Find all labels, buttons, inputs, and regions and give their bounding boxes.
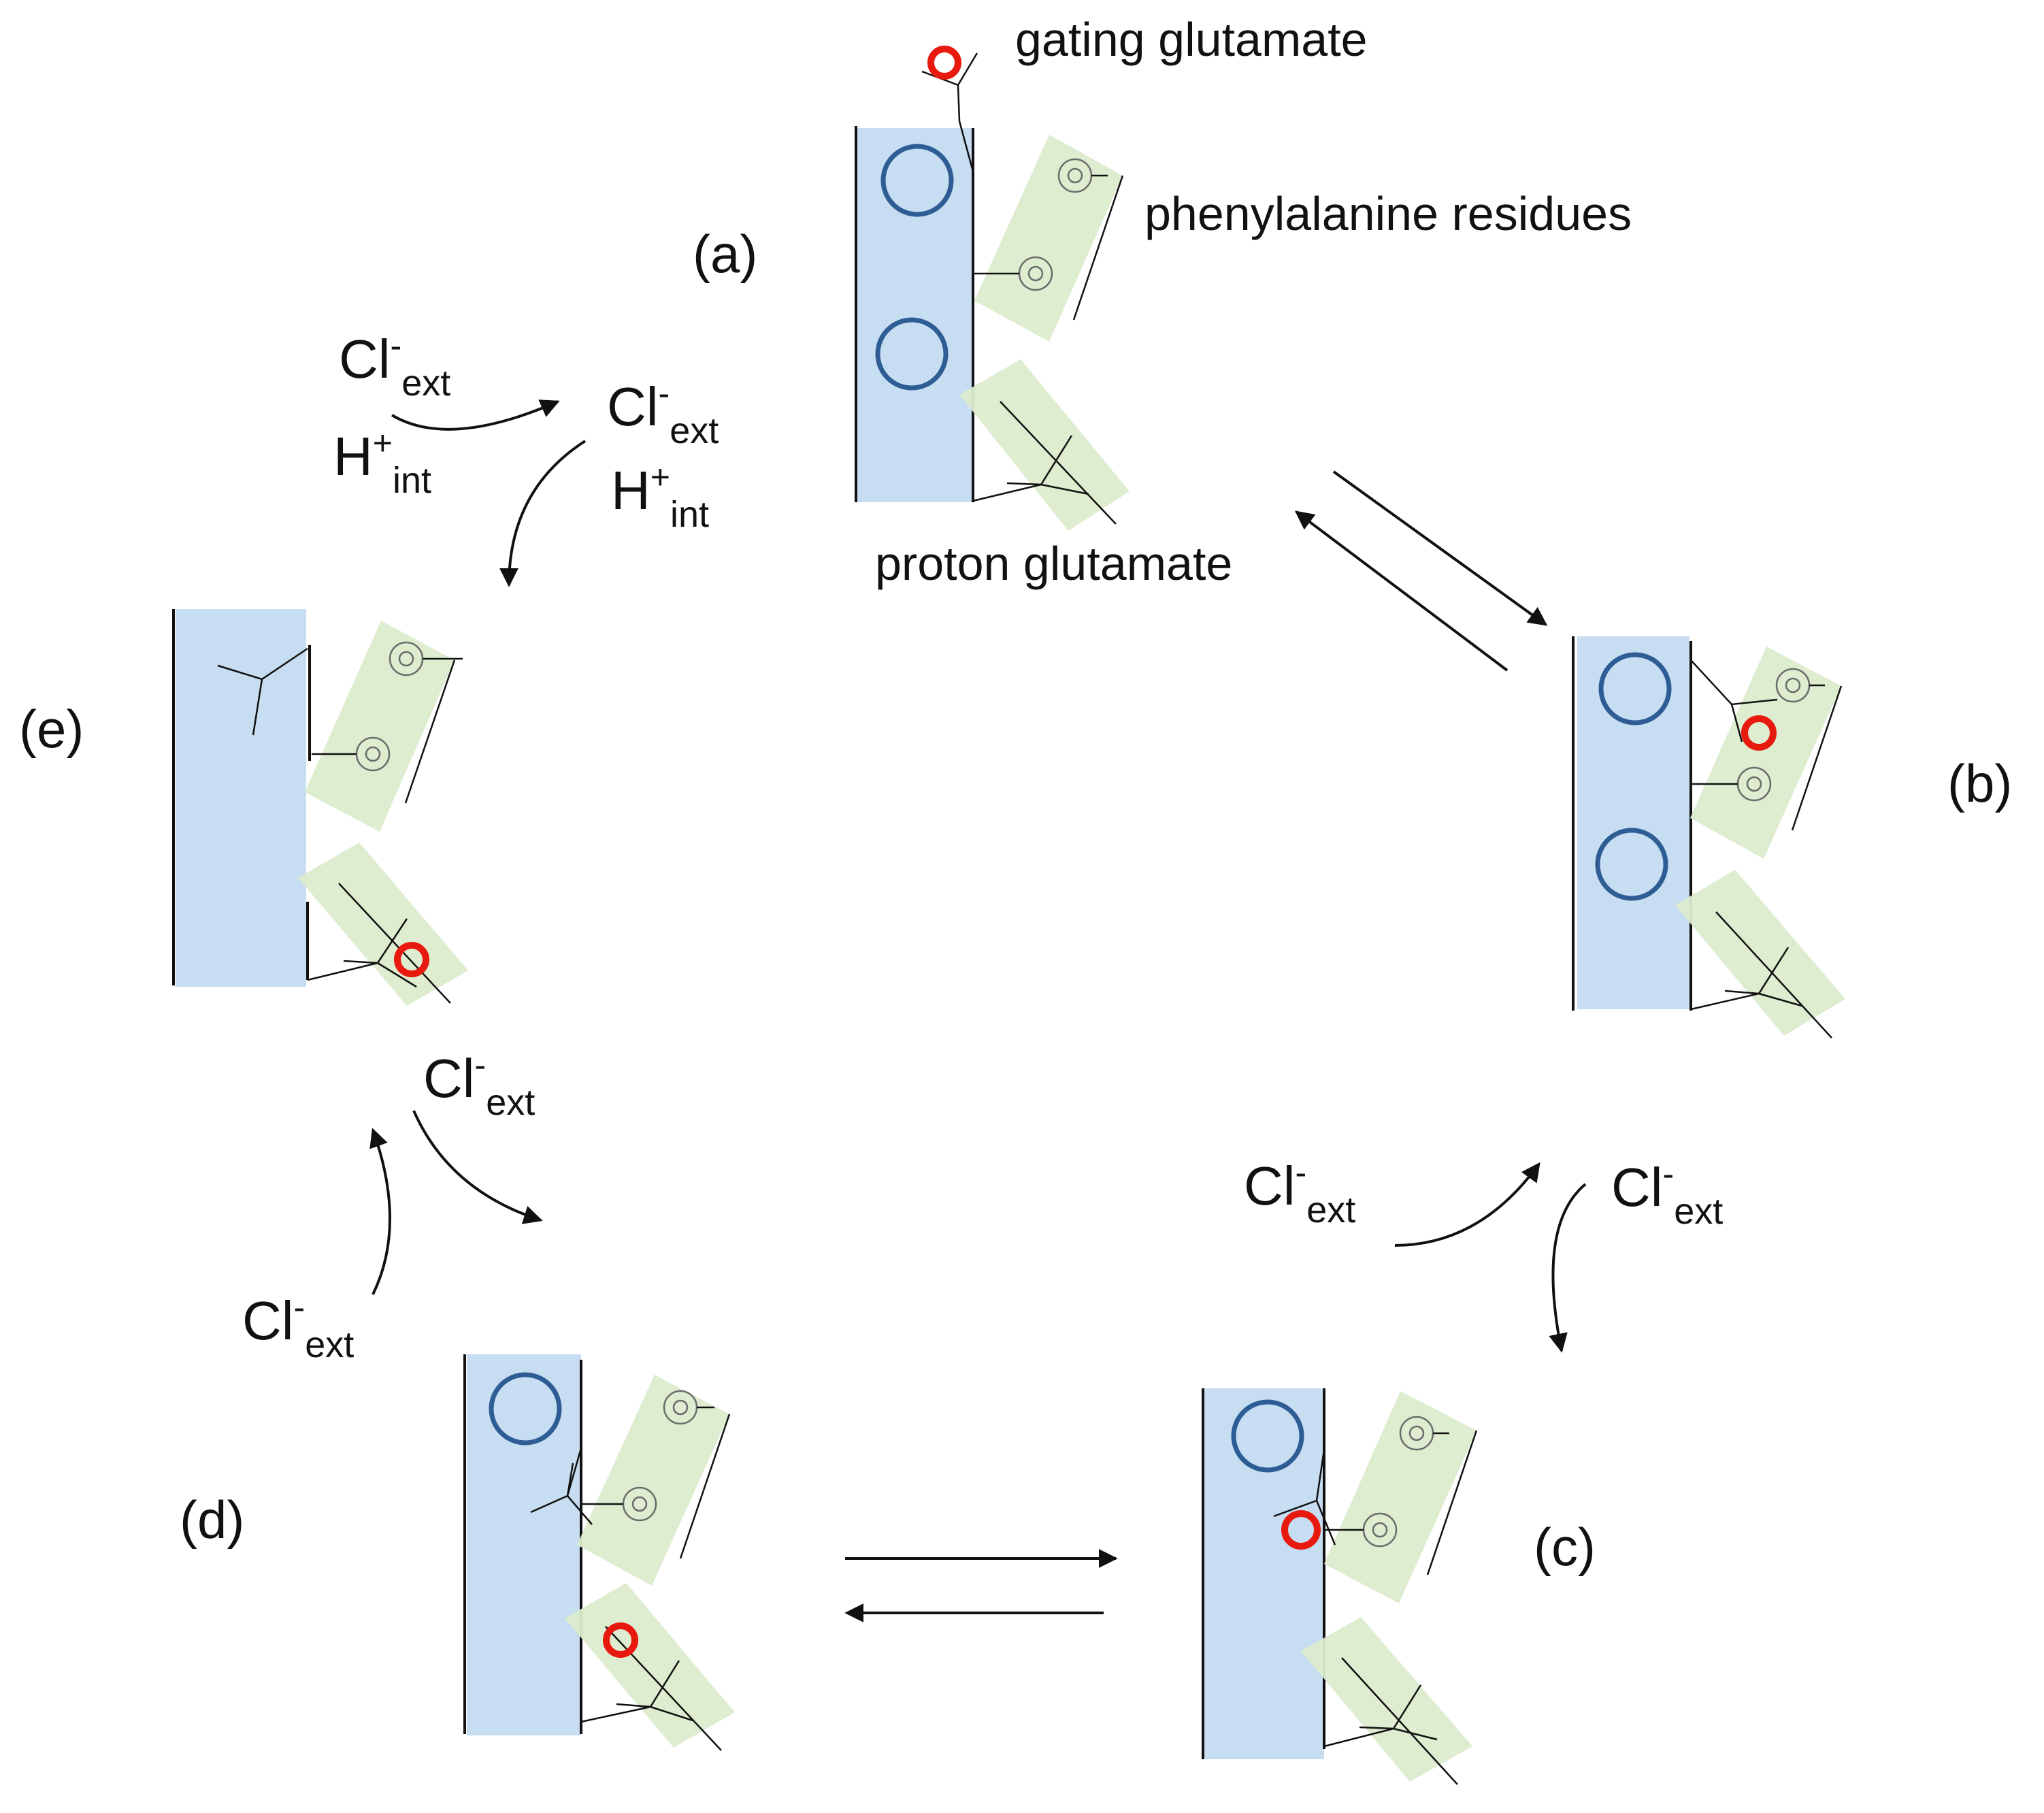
chloride-ion (603, 1622, 638, 1658)
phenylalanine-helix (577, 1375, 729, 1586)
curved-arrow-icon (412, 1110, 543, 1224)
chloride-ion (927, 46, 961, 80)
chloride-ext-label: Cl-ext (423, 1046, 535, 1123)
chloride-ion (1281, 1510, 1321, 1550)
state-e-label: (e) (19, 699, 84, 759)
gating-glutamate-sidechain (1273, 1449, 1336, 1546)
state-d-structure (463, 1354, 735, 1751)
pore-region (856, 128, 973, 502)
state-b-label: (b) (1947, 753, 2012, 813)
chloride-ext-label: Cl-ext (339, 327, 450, 404)
proton-glutamate-label: proton glutamate (875, 537, 1232, 590)
proton-glutamate-sidechain (580, 1660, 693, 1723)
state-c-label: (c) (1534, 1517, 1596, 1577)
helix-edge (605, 1626, 722, 1751)
helix-edge (404, 659, 456, 804)
phenyl-ring-icon (1746, 776, 1762, 792)
proton-glutamate-sidechain (307, 918, 417, 988)
phenyl-ring-icon (1067, 167, 1083, 184)
phenyl-ring-icon (1785, 677, 1801, 693)
phenylalanine-helix (1324, 1391, 1477, 1603)
state-e-structure (172, 609, 468, 1006)
binding-site-int (875, 317, 949, 391)
pore-region (1577, 636, 1689, 1009)
proton-glutamate-helix (1301, 1617, 1472, 1782)
binding-site-ext (1231, 1399, 1304, 1473)
helix-edge (679, 1414, 731, 1559)
proton-glutamate-sidechain (1690, 947, 1802, 1011)
helix-edge (1791, 685, 1843, 831)
binding-site-int (1595, 828, 1668, 901)
state-c-structure (1202, 1388, 1478, 1785)
gating-glutamate-label: gating glutamate (1015, 13, 1368, 66)
curved-arrow-icon (391, 399, 560, 431)
helix-edge (1341, 1657, 1458, 1785)
state-b-structure (1572, 636, 1845, 1039)
proton-glutamate-sidechain (972, 435, 1089, 502)
proton-glutamate-helix (298, 843, 468, 1006)
phenyl-ring-icon (398, 651, 414, 667)
proton-glutamate-helix (959, 359, 1130, 531)
forward-arrow-icon (1332, 470, 1548, 626)
state-a-structure (855, 46, 1130, 531)
chloride-ext-label: Cl-ext (242, 1288, 354, 1365)
gating-glutamate-sidechain (530, 1448, 593, 1525)
gating-glutamate-sidechain (217, 647, 308, 736)
curved-arrow-icon (1549, 1183, 1587, 1353)
pore-region (1203, 1388, 1324, 1759)
state-d-label: (d) (180, 1490, 244, 1550)
phenylalanine-helix (974, 135, 1123, 342)
phenylalanine-helix (1690, 647, 1841, 859)
binding-site-ext (880, 144, 954, 217)
gating-glutamate-sidechain (1690, 659, 1778, 742)
phenylalanine-residues-label: phenylalanine residues (1144, 187, 1632, 240)
helix-edge (338, 883, 451, 1004)
chloride-ion (394, 942, 429, 977)
binding-site-ext (489, 1372, 562, 1446)
chloride-ext-label: Cl-ext (1244, 1154, 1355, 1230)
proton-glutamate-sidechain (1323, 1684, 1438, 1748)
pore-region (467, 1354, 581, 1735)
phenyl-ring-icon (672, 1399, 689, 1416)
phenyl-ring-icon (1372, 1522, 1388, 1538)
binding-site-ext (1598, 652, 1672, 725)
phenyl-ring-icon (1408, 1425, 1425, 1441)
reverse-arrow-icon (1294, 510, 1509, 672)
phenyl-ring-icon (631, 1496, 648, 1512)
proton-glutamate-helix (565, 1583, 735, 1748)
chloride-ion (1741, 715, 1777, 751)
proton-glutamate-helix (1675, 870, 1845, 1036)
curved-arrow-icon (1394, 1162, 1540, 1247)
state-a-label: (a) (693, 224, 757, 284)
pore-region (176, 609, 306, 987)
phenyl-ring-icon (1027, 265, 1044, 282)
phenylalanine-helix (305, 621, 455, 832)
helix-edge (1426, 1430, 1478, 1575)
helix-edge (1000, 401, 1117, 525)
helix-edge (1715, 911, 1832, 1039)
chloride-ext-label: Cl-ext (607, 374, 719, 451)
curved-arrow-icon (369, 1128, 391, 1295)
proton-int-label: H+int (611, 458, 709, 535)
proton-int-label: H+int (333, 424, 431, 501)
curved-arrow-icon (499, 440, 587, 587)
phenyl-ring-icon (365, 746, 381, 762)
chloride-ext-label: Cl-ext (1611, 1155, 1723, 1232)
helix-edge (1072, 175, 1124, 321)
